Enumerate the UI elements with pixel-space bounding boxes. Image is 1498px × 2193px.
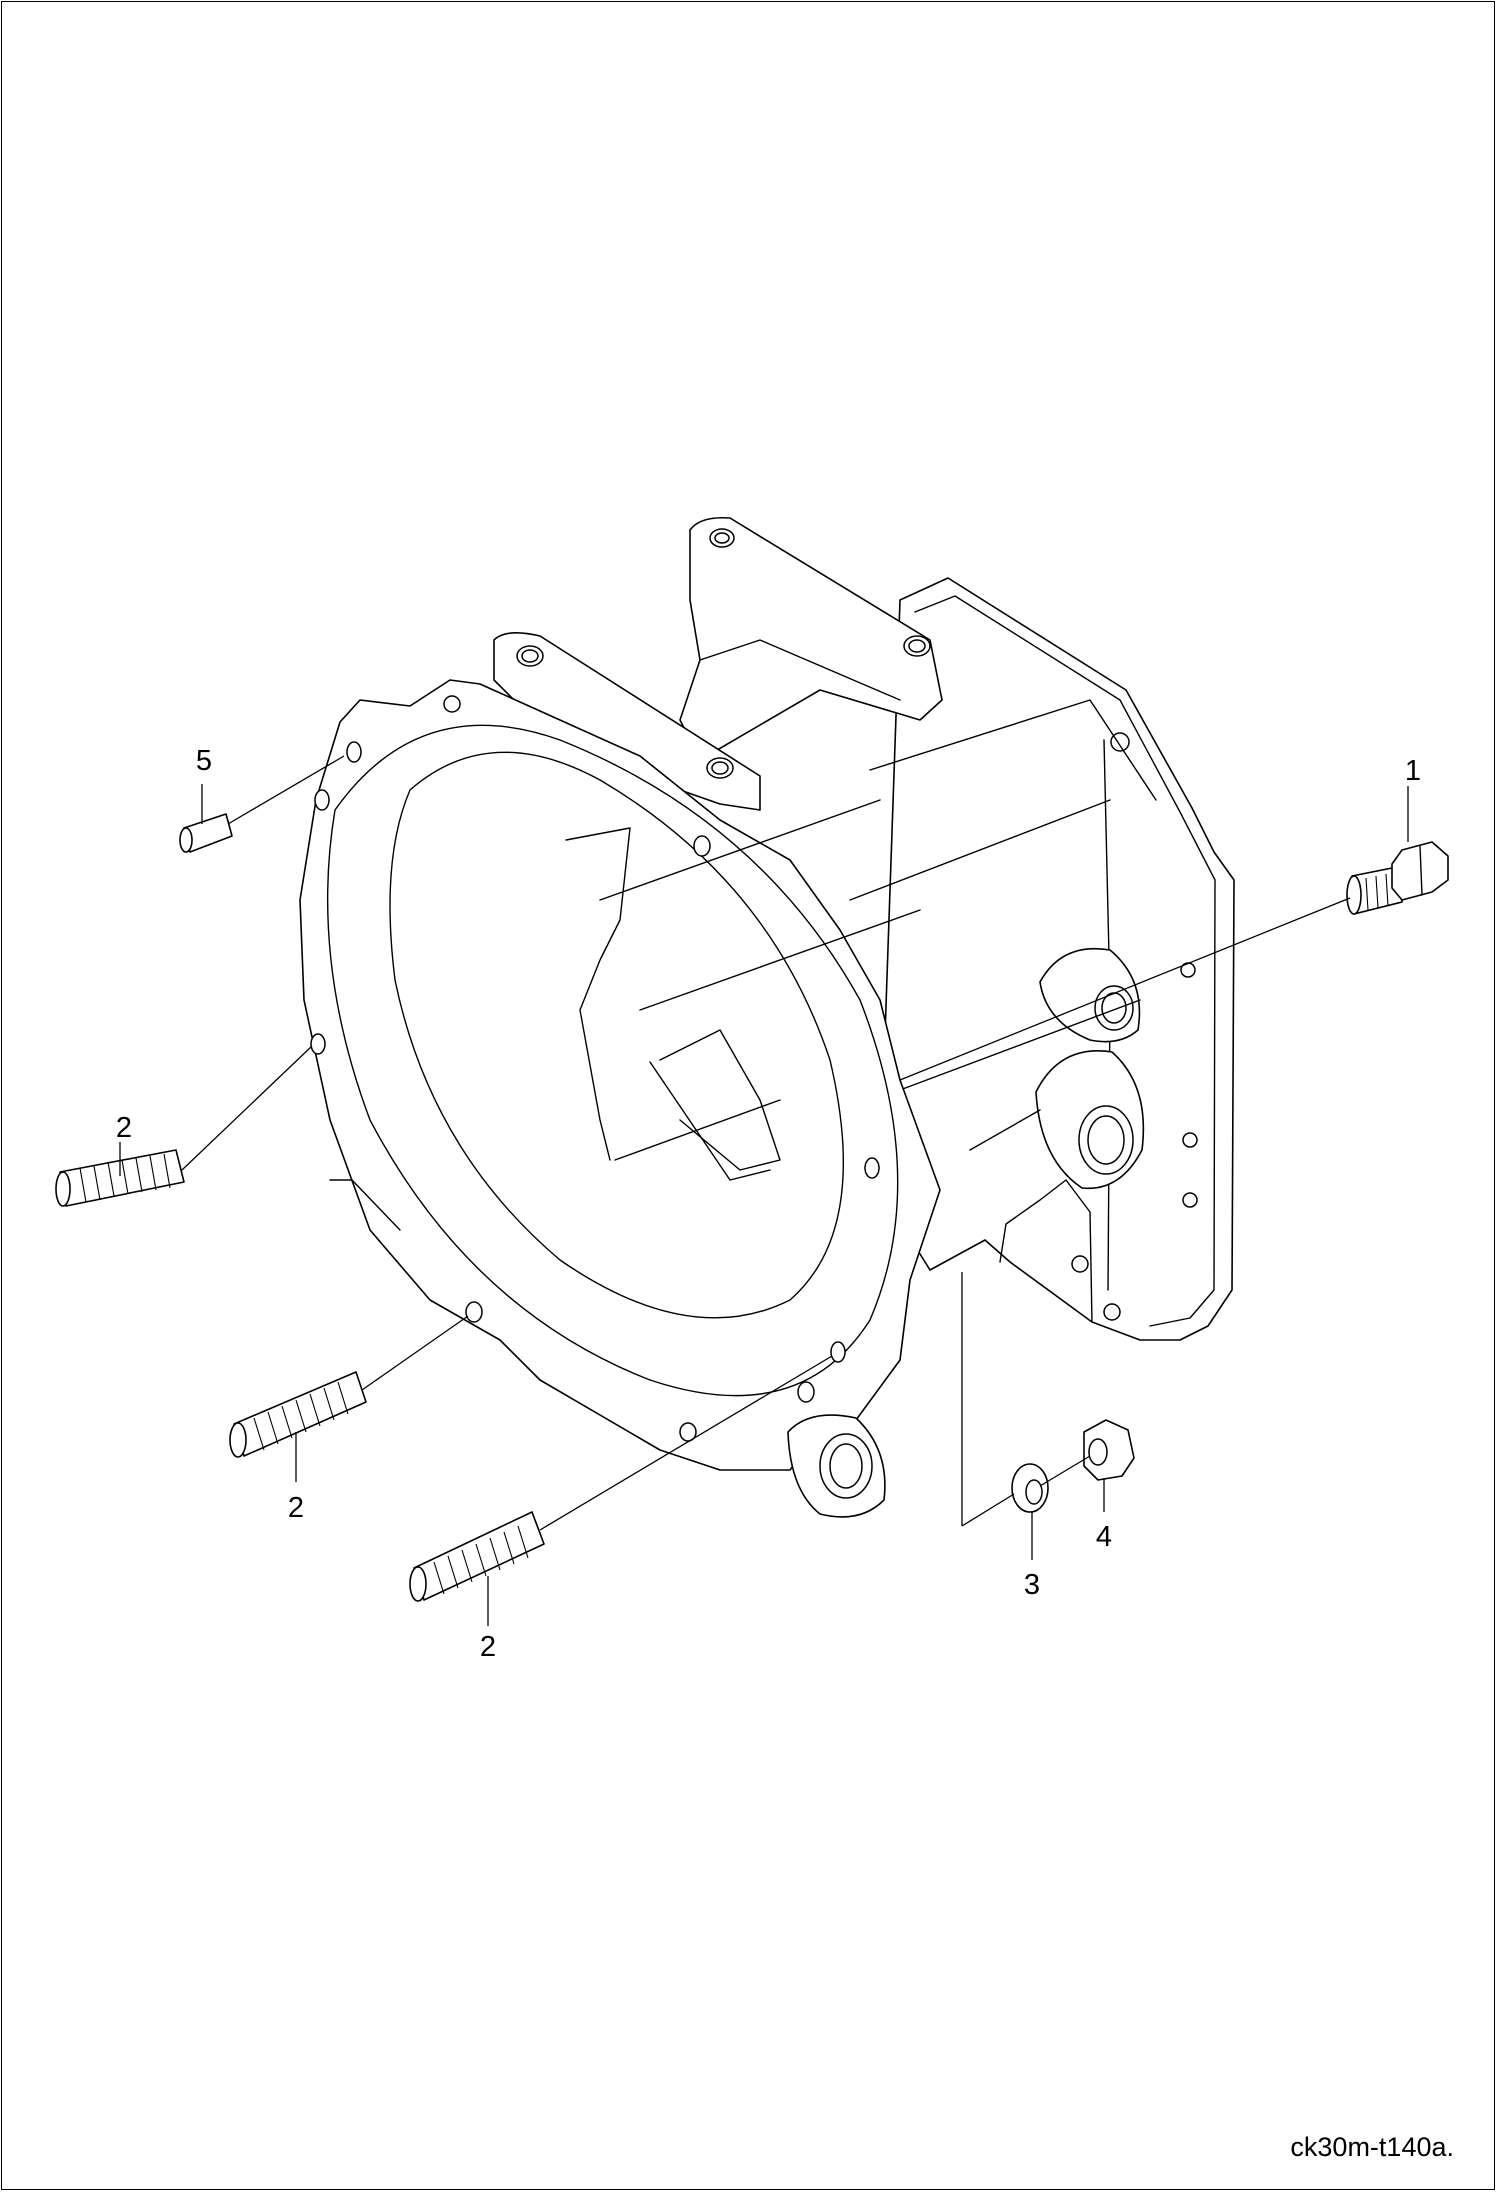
callout-5: 5 [196,745,212,777]
callout-4: 4 [1096,1521,1112,1553]
callout-2b: 2 [288,1492,304,1524]
callout-2a: 2 [116,1112,132,1144]
mounting-bracket [493,516,943,811]
callout-3: 3 [1024,1569,1040,1601]
washer-part-3 [1011,1463,1049,1513]
gearbox-housing [849,577,1235,1341]
stud-part-2a [55,1149,185,1207]
callout-labels: 1 2 2 2 3 4 5 [116,745,1421,1663]
leader-lines [119,755,1409,1626]
bell-housing [299,679,941,1518]
nut-part-4 [1083,1419,1135,1481]
bolt-part-1 [1346,841,1449,915]
stud-part-2c [409,1511,545,1602]
stud-part-2b [229,1371,367,1458]
callout-1: 1 [1405,755,1421,787]
dowel-pin-part-5 [179,813,233,853]
drawing-code: ck30m-t140a. [1290,2132,1454,2162]
callout-2c: 2 [480,1631,496,1663]
